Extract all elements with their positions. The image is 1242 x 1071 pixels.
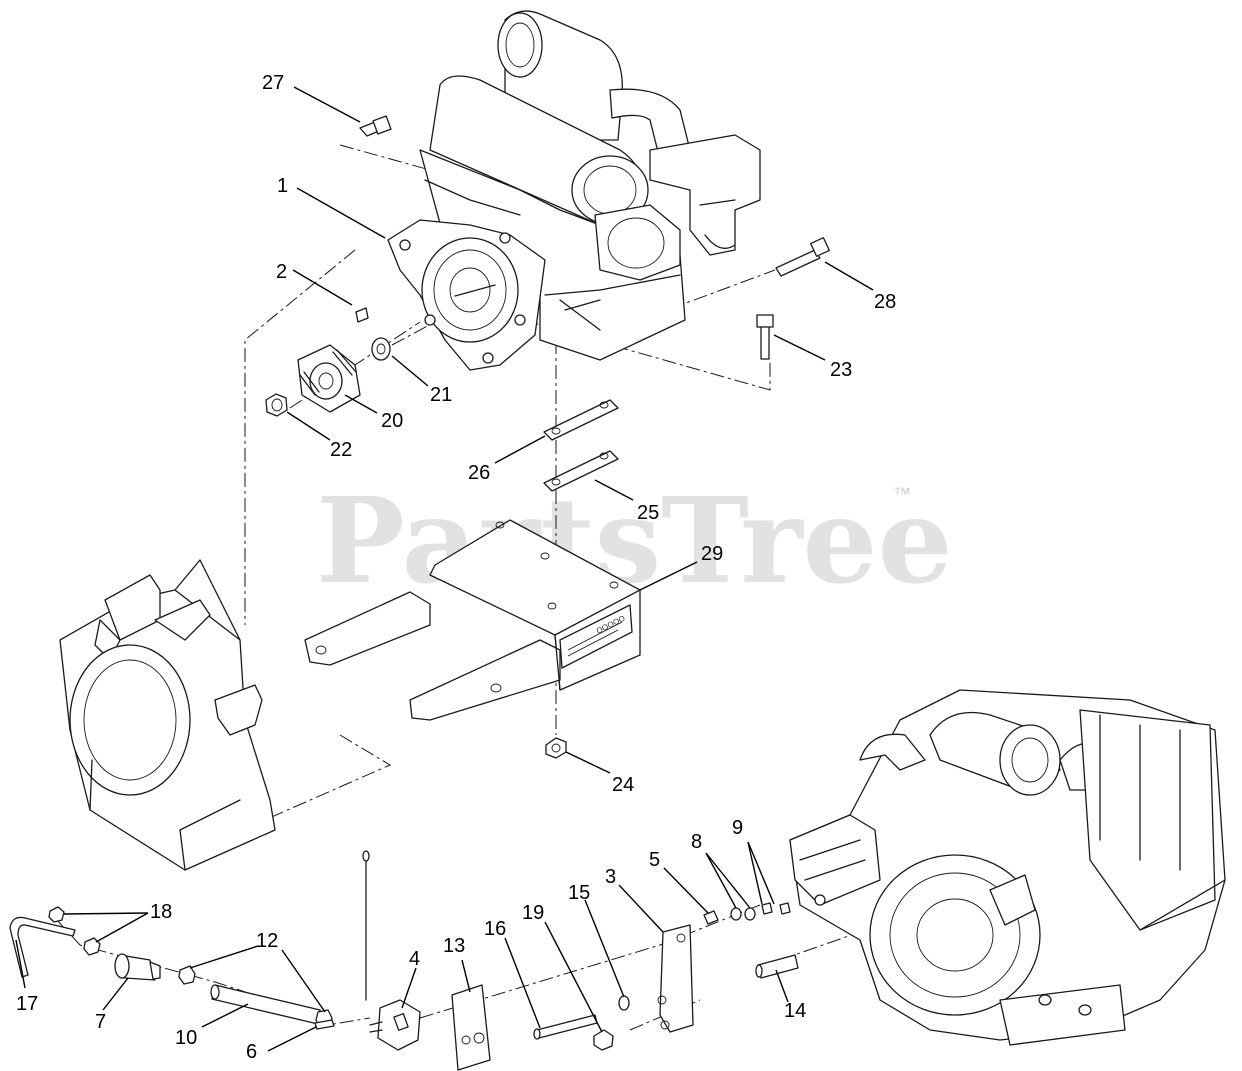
callout-4: 4 xyxy=(409,948,420,970)
key-2 xyxy=(355,307,369,323)
sleeve-10 xyxy=(210,984,321,1025)
bolt-19 xyxy=(593,1029,614,1051)
clutch-housing xyxy=(59,559,276,871)
nut-5 xyxy=(703,910,719,925)
clip-18a xyxy=(48,906,65,923)
callout-7: 7 xyxy=(95,1011,106,1033)
callout-26: 26 xyxy=(468,462,490,484)
spacer-14 xyxy=(755,954,799,979)
callout-25: 25 xyxy=(637,502,659,524)
callout-1: 1 xyxy=(277,175,288,197)
callout-27: 27 xyxy=(262,72,284,94)
callout-3: 3 xyxy=(605,866,616,888)
callout-9: 9 xyxy=(732,817,743,839)
bracket-3 xyxy=(657,924,694,1033)
callout-18: 18 xyxy=(150,901,172,923)
clutch-20 xyxy=(297,344,361,413)
callout-22: 22 xyxy=(330,439,352,461)
fitting-7 xyxy=(114,953,161,981)
callout-23: 23 xyxy=(830,359,852,381)
nut-22 xyxy=(265,393,288,417)
callout-10: 10 xyxy=(175,1027,197,1049)
washer-21 xyxy=(371,337,391,361)
bolt-28 xyxy=(775,237,830,277)
callout-28: 28 xyxy=(874,291,896,313)
bolt-16 xyxy=(533,1014,598,1040)
engine-lower xyxy=(789,689,1226,1046)
callout-15: 15 xyxy=(568,882,590,904)
callout-17: 17 xyxy=(16,993,38,1015)
callout-16: 16 xyxy=(484,918,506,940)
washers-8 xyxy=(730,907,756,921)
callout-5: 5 xyxy=(649,849,660,871)
washer-15 xyxy=(618,995,630,1011)
callout-13: 13 xyxy=(443,935,465,957)
callout-12: 12 xyxy=(256,930,278,952)
callout-20: 20 xyxy=(381,410,403,432)
guard-plate-13 xyxy=(451,984,491,1071)
spacer-plate-25 xyxy=(543,450,619,492)
spacer-plate-26 xyxy=(543,399,619,441)
mount-bracket-29: OOOOO xyxy=(304,519,641,721)
callout-14: 14 xyxy=(784,1000,806,1022)
callout-2: 2 xyxy=(276,261,287,283)
bolt-23 xyxy=(756,314,774,360)
callout-labels: 27 1 2 28 23 21 20 22 26 25 29 24 9 8 5 … xyxy=(16,72,896,1063)
switch-4 xyxy=(362,850,421,1051)
watermark-trademark: ™ xyxy=(893,484,911,504)
callout-21: 21 xyxy=(430,384,452,406)
callout-24: 24 xyxy=(612,774,634,796)
rod-17 xyxy=(9,916,76,978)
clip-18b xyxy=(83,937,101,956)
bolt-27 xyxy=(359,115,392,137)
callout-8: 8 xyxy=(691,831,702,853)
screw-6 xyxy=(314,1019,335,1030)
engine-upper xyxy=(387,10,761,371)
nut-24 xyxy=(545,737,567,759)
callout-19: 19 xyxy=(522,902,544,924)
screws-9 xyxy=(761,902,791,915)
leader-lines xyxy=(15,86,874,1052)
callout-29: 29 xyxy=(701,543,723,565)
bushing-12a xyxy=(178,965,196,985)
callout-6: 6 xyxy=(246,1041,257,1063)
